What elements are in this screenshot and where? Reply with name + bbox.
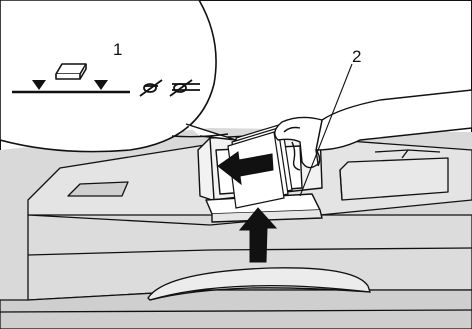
operator-hand	[274, 89, 472, 171]
limit-mark-right-triangle	[94, 80, 108, 90]
callout-label-1: 1	[113, 40, 122, 59]
exit-tray	[147, 267, 371, 301]
magnified-indicator-circle: 1	[0, 0, 237, 153]
callout-label-2: 2	[352, 47, 361, 66]
insert-left-arrow-icon	[217, 151, 274, 186]
limit-mark-left-triangle	[32, 80, 46, 90]
callout-2-leader	[299, 63, 353, 197]
lift-up-arrow-icon	[238, 207, 278, 263]
paper-stack-icon	[55, 63, 87, 80]
direction-arrows-icon	[139, 79, 200, 97]
